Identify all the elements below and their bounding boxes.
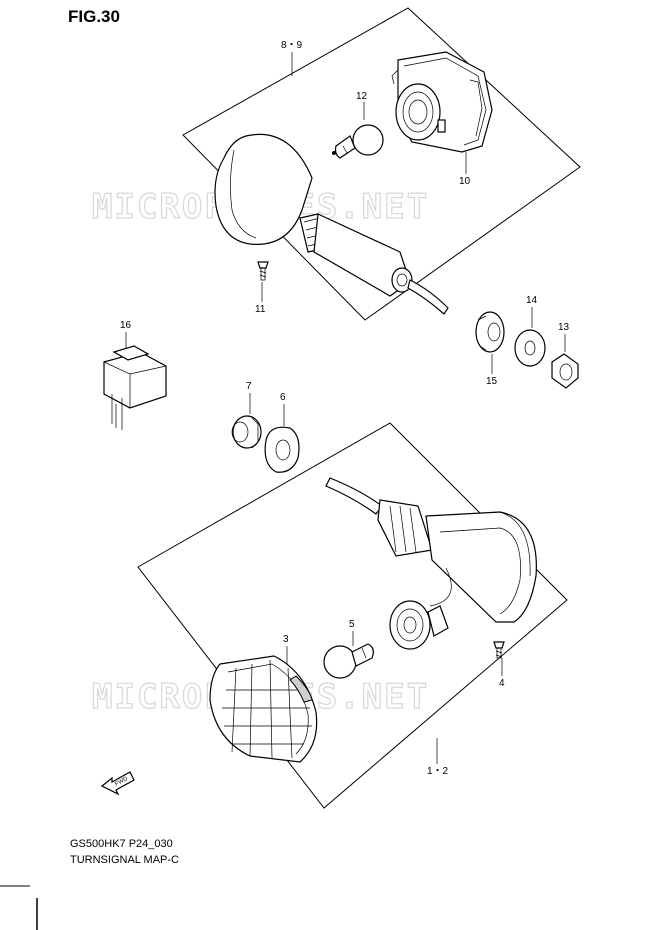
model-code: GS500HK7 P24_030: [70, 838, 173, 850]
svg-text:11: 11: [255, 304, 266, 315]
relay-16: [103, 345, 167, 430]
upper-assembly-outline: [182, 7, 581, 321]
callout-7: 7: [246, 381, 252, 414]
svg-text:12: 12: [356, 91, 368, 102]
callout-11: 11: [255, 282, 266, 315]
lens-housing-10: [391, 51, 493, 153]
bulb-5: [323, 643, 374, 679]
svg-text:6: 6: [280, 392, 286, 403]
plate-6: [264, 426, 300, 473]
nut-15: [475, 311, 505, 353]
svg-text:10: 10: [459, 176, 471, 187]
callout-15: 15: [486, 354, 498, 387]
svg-text:3: 3: [283, 634, 289, 645]
turn-signal-body-1-2: [325, 477, 537, 623]
figure-title: FIG.30: [68, 7, 120, 26]
callout-8-9: 8・9: [281, 40, 303, 76]
callout-12: 12: [356, 91, 368, 120]
svg-text:1・2: 1・2: [427, 766, 449, 777]
callout-16: 16: [120, 320, 132, 348]
cushion-7: [231, 415, 262, 449]
callout-10: 10: [459, 152, 471, 187]
turn-signal-body-8-9: [214, 133, 449, 315]
callout-1-2: 1・2: [427, 738, 449, 777]
bulb-socket: [389, 600, 449, 650]
callout-13: 13: [558, 322, 570, 352]
lens-3: [209, 655, 318, 763]
svg-text:14: 14: [526, 295, 538, 306]
screw-11: [257, 261, 269, 281]
callout-6: 6: [280, 392, 286, 426]
svg-text:4: 4: [499, 678, 505, 689]
bulb-12: [332, 124, 384, 159]
callout-5: 5: [349, 619, 355, 646]
forward-direction-marker: FWD: [100, 771, 135, 796]
svg-text:13: 13: [558, 322, 570, 333]
svg-text:15: 15: [486, 376, 498, 387]
screw-4: [493, 641, 505, 659]
callout-4: 4: [499, 658, 505, 689]
svg-text:7: 7: [246, 381, 252, 392]
nut-13: [551, 353, 579, 389]
svg-text:5: 5: [349, 619, 355, 630]
callout-3: 3: [283, 634, 289, 664]
callout-14: 14: [526, 295, 538, 328]
section-name: TURNSIGNAL MAP-C: [70, 854, 179, 866]
svg-text:8・9: 8・9: [281, 40, 303, 51]
washer-14: [514, 329, 546, 367]
svg-text:16: 16: [120, 320, 132, 331]
